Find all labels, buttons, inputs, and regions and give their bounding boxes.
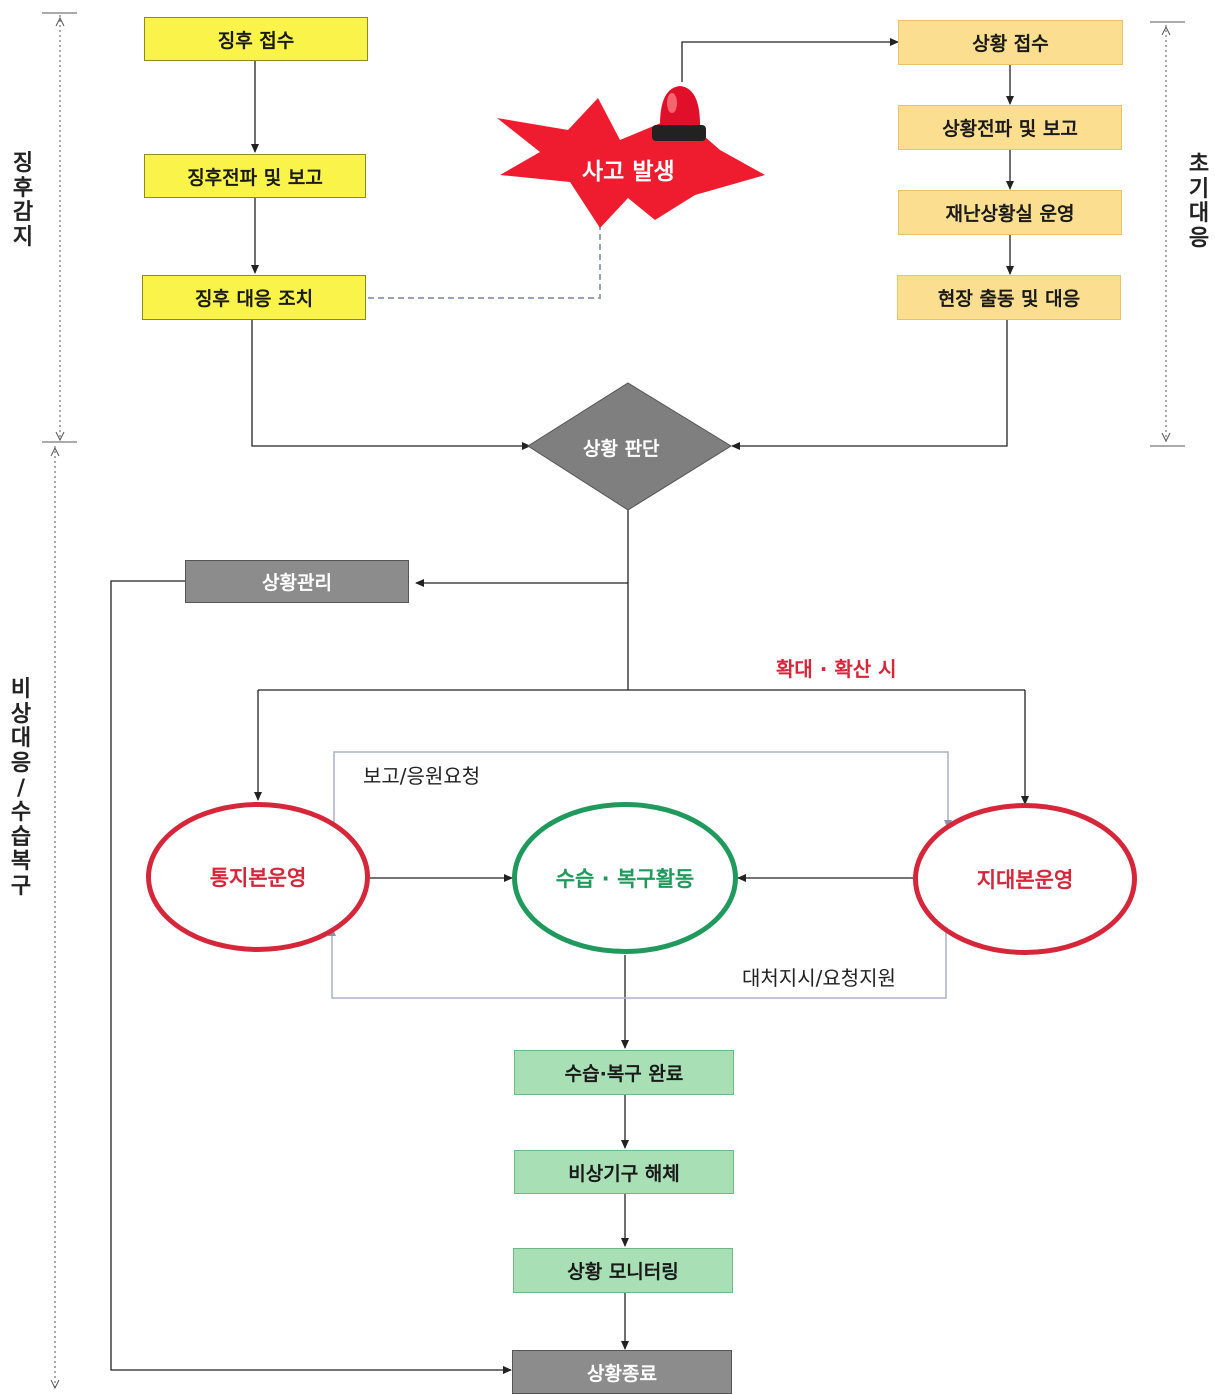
situation-report-box: 상황전파 및 보고 [898, 105, 1122, 150]
expansion-label: 확대 · 확산 시 [776, 657, 897, 681]
report-request-label: 보고/응원요청 [363, 764, 481, 788]
accident-label: 사고 발생 [582, 159, 675, 185]
side-range-lines [42, 12, 1185, 1388]
tongjibon-oval: 통지본운영 [146, 802, 370, 952]
sign-action-box: 징후 대응 조치 [142, 275, 366, 320]
jidaebon-oval: 지대본운영 [913, 803, 1137, 955]
disaster-room-box: 재난상황실 운영 [898, 190, 1122, 235]
situation-end-box: 상황종료 [512, 1350, 732, 1394]
side-label-initial-response: 초기대응 [1188, 152, 1210, 251]
field-response-box: 현장 출동 및 대응 [897, 275, 1121, 320]
decision-label: 상황 판단 [583, 438, 660, 460]
recovery-complete-box: 수습·복구 완료 [514, 1050, 734, 1095]
side-label-emergency-recovery: 비상대응 / 수습복구 [10, 677, 39, 899]
emergency-disband-box: 비상기구 해체 [514, 1150, 734, 1194]
situation-management-box: 상황관리 [185, 560, 409, 603]
situation-monitoring-box: 상황 모니터링 [513, 1248, 733, 1293]
sign-receipt-box: 징후 접수 [144, 17, 368, 61]
sign-report-box: 징후전파 및 보고 [144, 154, 366, 198]
recovery-activity-oval: 수습 · 복구활동 [512, 802, 738, 954]
siren-icon [652, 86, 706, 141]
accident-starburst [497, 98, 765, 228]
decision-diamond [527, 382, 732, 511]
response-instruction-label: 대처지시/요청지원 [742, 966, 896, 990]
side-label-sign-detection: 징후감지 [12, 151, 34, 250]
situation-receipt-box: 상황 접수 [898, 20, 1123, 65]
